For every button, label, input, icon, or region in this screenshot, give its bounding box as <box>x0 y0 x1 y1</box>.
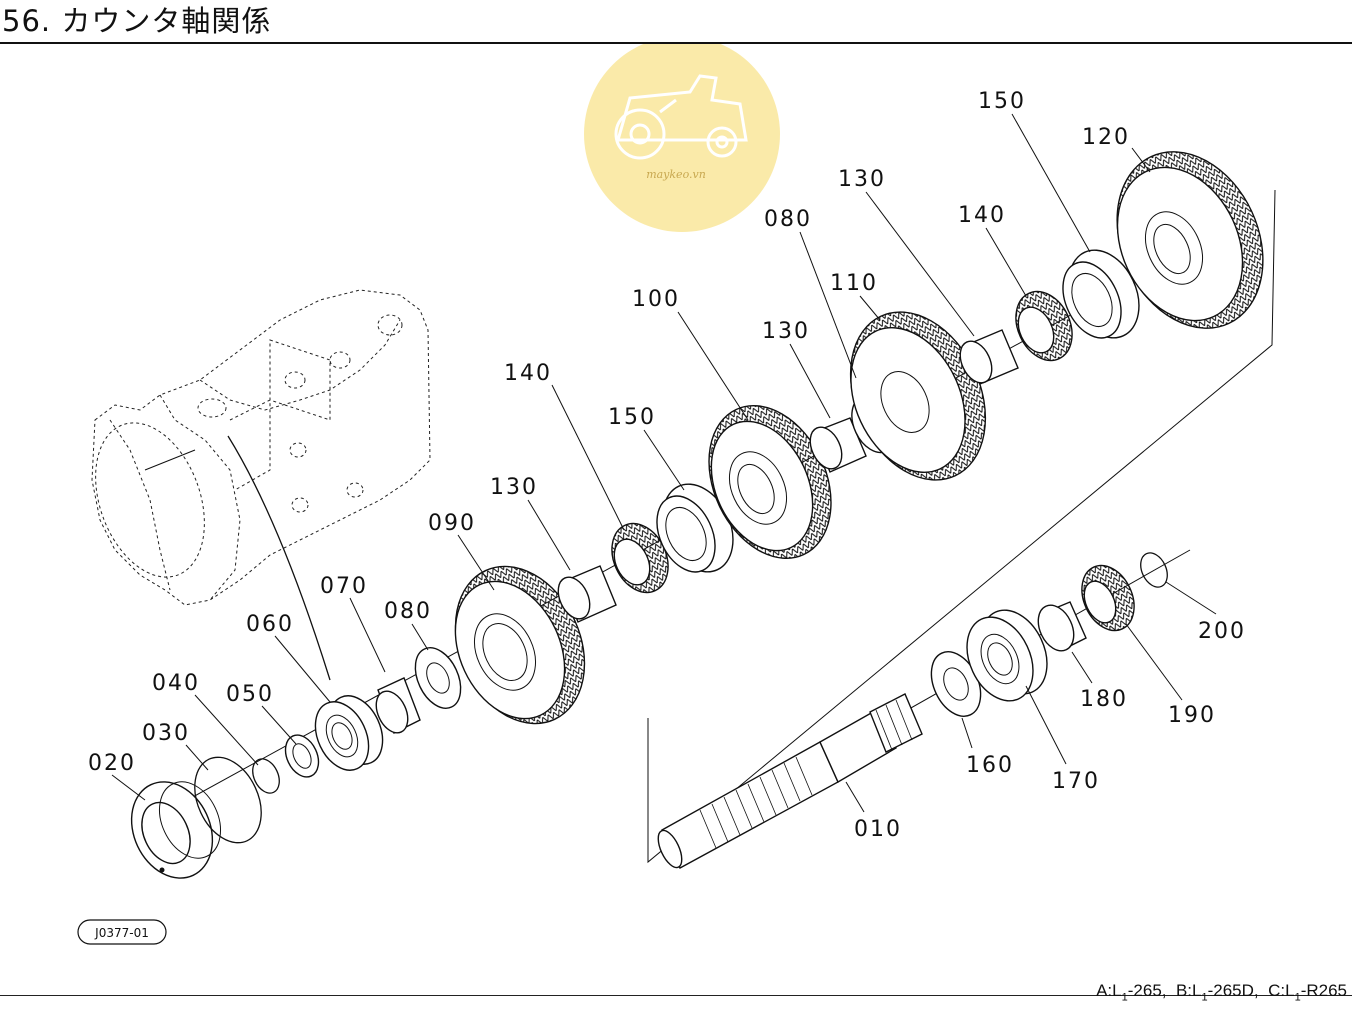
part-030-o-ring <box>194 756 262 844</box>
label-110: 110 <box>830 271 878 296</box>
bottom-rule <box>0 995 1352 996</box>
model-legend: A:L1-265, B:L1-265D, C:L1-R265 <box>1096 981 1347 1004</box>
label-150b: 150 <box>978 89 1026 114</box>
part-050-washer <box>284 734 320 778</box>
label-120: 120 <box>1082 125 1130 150</box>
part-040-snap-ring <box>252 758 280 794</box>
label-060: 060 <box>246 612 294 637</box>
part-150-sync-ring-a <box>656 483 734 573</box>
part-120-large-gear <box>1116 151 1264 329</box>
label-070: 070 <box>320 574 368 599</box>
part-130-needle-bearing-b <box>809 417 867 473</box>
model-b: B:L1-265D <box>1175 981 1254 1004</box>
model-c: C:L1-R265 <box>1268 981 1347 1004</box>
part-150-sync-ring-b <box>1062 249 1140 339</box>
drawing-code-badge: J0377-01 <box>77 919 167 945</box>
label-190: 190 <box>1168 703 1216 728</box>
label-130b: 130 <box>762 319 810 344</box>
model-a: A:L1-265 <box>1096 981 1162 1004</box>
label-140a: 140 <box>504 361 552 386</box>
watermark-logo: maykeo.vn <box>584 44 780 232</box>
label-080b: 080 <box>764 207 812 232</box>
part-labels: 020 030 040 050 060 070 080 090 130 140 … <box>88 89 1246 842</box>
watermark-text: maykeo.vn <box>646 168 706 181</box>
label-050: 050 <box>226 682 274 707</box>
part-060-bearing <box>314 695 384 771</box>
label-200: 200 <box>1198 619 1246 644</box>
label-130c: 130 <box>838 167 886 192</box>
label-130a: 130 <box>490 475 538 500</box>
leader-lines <box>111 113 1217 813</box>
part-070-collar <box>375 677 421 734</box>
label-040: 040 <box>152 671 200 696</box>
part-140-small-gear-b <box>1015 290 1073 362</box>
part-090-gear <box>454 565 586 725</box>
assembly-frame <box>647 189 1276 864</box>
label-090: 090 <box>428 511 476 536</box>
part-100-gear <box>708 405 832 559</box>
label-160: 160 <box>966 753 1014 778</box>
part-190-gear <box>1081 564 1135 632</box>
part-010-shaft <box>657 693 923 869</box>
title-rule <box>0 42 1352 44</box>
insertion-guide-line <box>227 435 331 681</box>
label-010: 010 <box>854 817 902 842</box>
label-100: 100 <box>632 287 680 312</box>
label-140b: 140 <box>958 203 1006 228</box>
part-180-collar <box>1037 601 1087 652</box>
page-title: 56. カウンタ軸関係 <box>2 4 272 38</box>
part-170-ball-bearing <box>966 609 1048 702</box>
exploded-parts-diagram: maykeo.vn <box>77 44 1276 945</box>
label-150a: 150 <box>608 405 656 430</box>
part-200-snap-ring <box>1140 552 1168 588</box>
part-130-needle-bearing-c <box>959 329 1019 385</box>
label-020: 020 <box>88 751 136 776</box>
part-020-cover <box>130 781 221 879</box>
label-170: 170 <box>1052 769 1100 794</box>
drawing-code: J0377-01 <box>94 926 149 940</box>
label-030: 030 <box>142 721 190 746</box>
part-110-gear <box>849 311 987 481</box>
part-080-thrust-washer-a <box>414 647 462 709</box>
transmission-case <box>91 289 431 606</box>
label-180: 180 <box>1080 687 1128 712</box>
label-080a: 080 <box>384 599 432 624</box>
part-130-needle-bearing-a <box>557 565 617 623</box>
